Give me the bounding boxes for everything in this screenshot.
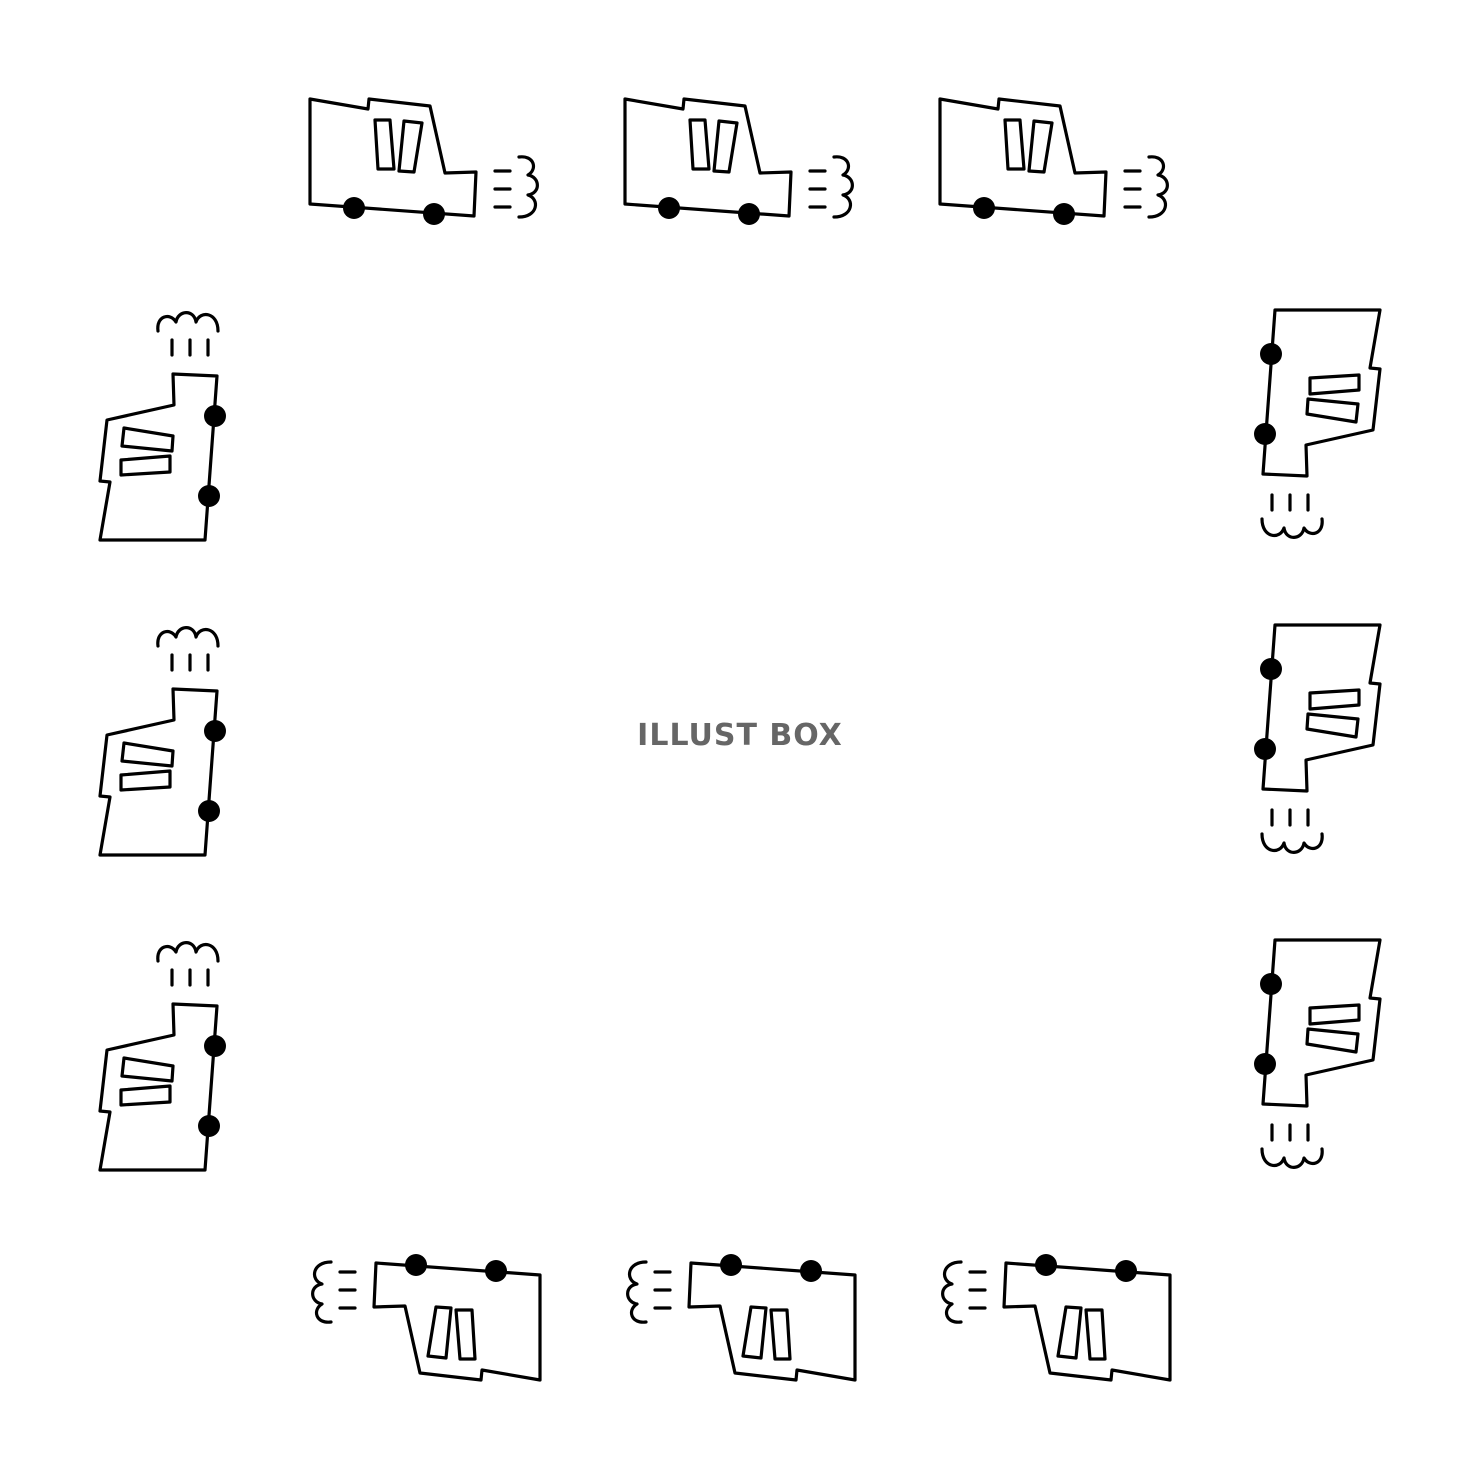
car-icon [626,1252,857,1382]
car-icon [623,97,854,227]
car-icon [98,311,228,542]
car-icon [1252,308,1382,539]
car-icon [308,97,539,227]
watermark-text: ILLUST BOX [637,718,843,753]
car-icon [941,1252,1172,1382]
car-icon [98,941,228,1172]
car-icon [311,1252,542,1382]
car-icon [1252,938,1382,1169]
car-icon [938,97,1169,227]
